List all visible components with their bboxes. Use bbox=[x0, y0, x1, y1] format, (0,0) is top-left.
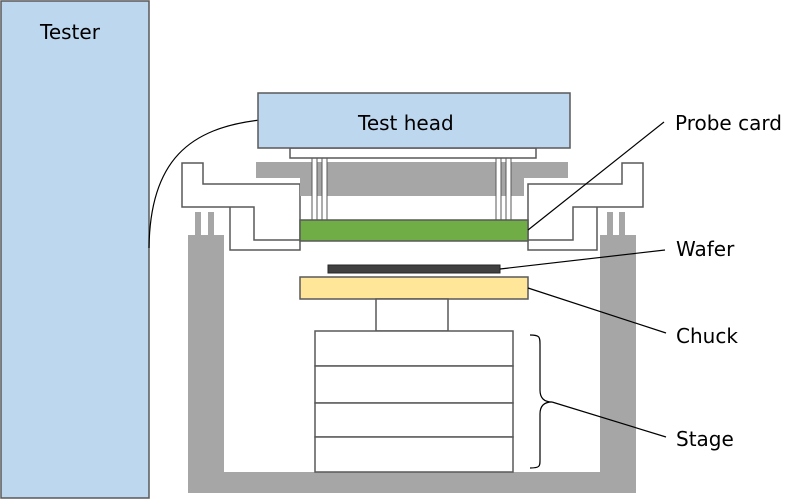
stage-leader bbox=[551, 401, 667, 438]
tester-box bbox=[0, 0, 150, 499]
stage-stack bbox=[314, 330, 514, 473]
test-head-box bbox=[257, 92, 571, 149]
chuck-label: Chuck bbox=[676, 324, 738, 348]
probe-card bbox=[299, 219, 529, 242]
probe-card-label: Probe card bbox=[675, 111, 782, 135]
probe-card-leader bbox=[527, 121, 665, 231]
stage-label: Stage bbox=[676, 427, 734, 451]
chuck-support bbox=[375, 298, 449, 332]
test-head-label: Test head bbox=[357, 111, 454, 135]
test-head-base bbox=[289, 147, 537, 159]
chuck bbox=[299, 276, 529, 300]
wafer-leader bbox=[499, 249, 666, 270]
tester-label: Tester bbox=[39, 20, 101, 44]
head-plate bbox=[256, 162, 568, 196]
left-holder-arm bbox=[229, 207, 301, 251]
chuck-leader bbox=[527, 287, 667, 334]
tester-cable bbox=[148, 119, 261, 249]
stage-brace bbox=[529, 334, 553, 469]
prober-frame bbox=[188, 212, 636, 493]
wafer-label: Wafer bbox=[676, 237, 735, 261]
wafer bbox=[327, 264, 501, 274]
right-holder-arm bbox=[527, 207, 598, 251]
